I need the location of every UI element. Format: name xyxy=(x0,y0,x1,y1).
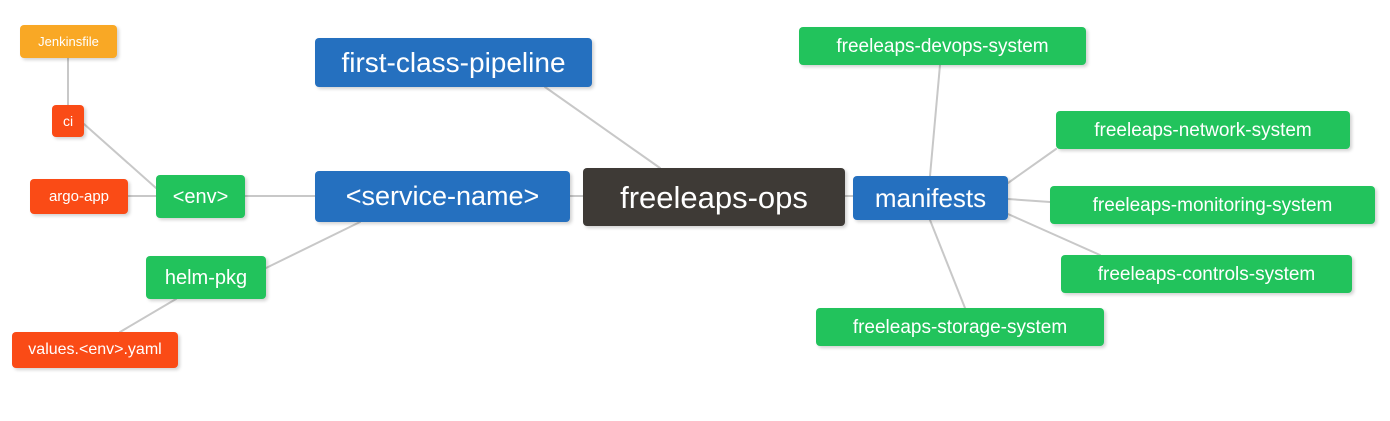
mindmap-node-label: first-class-pipeline xyxy=(341,46,566,78)
mindmap-node-freeleaps-controls-system[interactable]: freeleaps-controls-system xyxy=(1061,255,1352,293)
edge-manifests-to-freeleaps-devops-system xyxy=(929,64,941,177)
mindmap-node-helm-pkg[interactable]: helm-pkg xyxy=(146,256,266,299)
mindmap-node-label: Jenkinsfile xyxy=(38,34,99,49)
mindmap-node-label: freeleaps-devops-system xyxy=(836,35,1049,57)
mindmap-node-label: freeleaps-ops xyxy=(620,179,808,215)
mindmap-node-values-env-yaml[interactable]: values.<env>.yaml xyxy=(12,332,178,368)
mindmap-node-label: freeleaps-controls-system xyxy=(1097,263,1316,285)
edge-helm-pkg-to-service-name xyxy=(265,221,361,269)
mindmap-node-ci[interactable]: ci xyxy=(52,105,84,137)
mindmap-node-freeleaps-network-system[interactable]: freeleaps-network-system xyxy=(1056,111,1350,149)
mindmap-node-label: freeleaps-network-system xyxy=(1094,119,1312,141)
mindmap-node-freeleaps-devops-system[interactable]: freeleaps-devops-system xyxy=(799,27,1086,65)
mindmap-node-service-name[interactable]: <service-name> xyxy=(315,171,570,222)
mindmap-node-label: values.<env>.yaml xyxy=(28,341,162,358)
edge-first-class-pipeline-to-freeleaps-ops xyxy=(544,86,661,169)
mindmap-node-label: <env> xyxy=(172,185,229,208)
mindmap-node-manifests[interactable]: manifests xyxy=(853,176,1008,220)
mindmap-node-freeleaps-monitoring-system[interactable]: freeleaps-monitoring-system xyxy=(1050,186,1375,224)
edge-values-env-yaml-to-helm-pkg xyxy=(119,298,177,333)
mindmap-node-freeleaps-storage-system[interactable]: freeleaps-storage-system xyxy=(816,308,1104,346)
mindmap-node-label: argo-app xyxy=(48,188,110,205)
mindmap-node-label: freeleaps-storage-system xyxy=(852,316,1068,338)
mindmap-node-first-class-pipeline[interactable]: first-class-pipeline xyxy=(315,38,592,87)
mindmap-node-argo-app[interactable]: argo-app xyxy=(30,179,128,214)
mindmap-node-env[interactable]: <env> xyxy=(156,175,245,218)
edge-manifests-to-freeleaps-network-system xyxy=(1007,148,1057,184)
edge-manifests-to-freeleaps-monitoring-system xyxy=(1007,198,1051,203)
mindmap-node-label: <service-name> xyxy=(345,181,540,211)
mindmap-node-label: freeleaps-monitoring-system xyxy=(1092,194,1333,216)
mindmap-node-label: ci xyxy=(62,113,74,129)
mindmap-node-label: manifests xyxy=(874,183,987,213)
mindmap-node-jenkinsfile[interactable]: Jenkinsfile xyxy=(20,25,117,58)
mindmap-node-freeleaps-ops[interactable]: freeleaps-ops xyxy=(583,168,845,226)
mindmap-node-label: helm-pkg xyxy=(164,266,248,289)
edge-manifests-to-freeleaps-storage-system xyxy=(929,219,966,309)
